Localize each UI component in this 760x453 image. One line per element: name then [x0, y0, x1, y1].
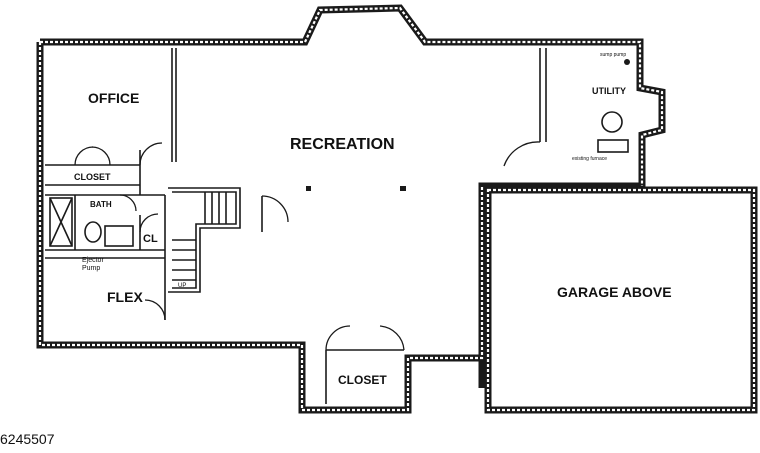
ejector-pump-label-2: Pump [82, 265, 100, 272]
room-label-recreation: RECREATION [290, 136, 395, 153]
shower-icon [49, 197, 73, 247]
furnace-icon [597, 139, 629, 153]
sump-pump-label: sump pump [600, 52, 626, 58]
door-swings [74, 141, 541, 351]
room-label-closet-office: CLOSET [74, 172, 111, 182]
room-label-utility: UTILITY [592, 86, 626, 96]
room-label-bath: BATH [90, 200, 112, 209]
exterior-walls [36, 4, 758, 414]
room-label-garage: GARAGE ABOVE [557, 284, 672, 300]
water-heater-icon [601, 111, 623, 133]
post-icon [400, 186, 406, 191]
fixtures [49, 59, 630, 247]
room-label-closet-bottom: CLOSET [338, 373, 387, 387]
toilet-icon [84, 221, 102, 243]
room-label-cl: CL [143, 233, 158, 245]
sump-pump-icon [624, 59, 630, 65]
stair-up-label: UP [178, 283, 186, 289]
ejector-pump-label-1: Ejector [82, 257, 104, 264]
post-icon [306, 186, 311, 191]
room-labels: OFFICE RECREATION UTILITY GARAGE ABOVE F… [74, 52, 672, 387]
room-label-flex: FLEX [107, 289, 143, 305]
existing-furnace-label: existing furnace [572, 156, 607, 162]
interior-walls [45, 48, 547, 404]
sink-icon [104, 225, 134, 247]
listing-id: 6245507 [0, 431, 55, 447]
room-label-office: OFFICE [88, 90, 139, 106]
